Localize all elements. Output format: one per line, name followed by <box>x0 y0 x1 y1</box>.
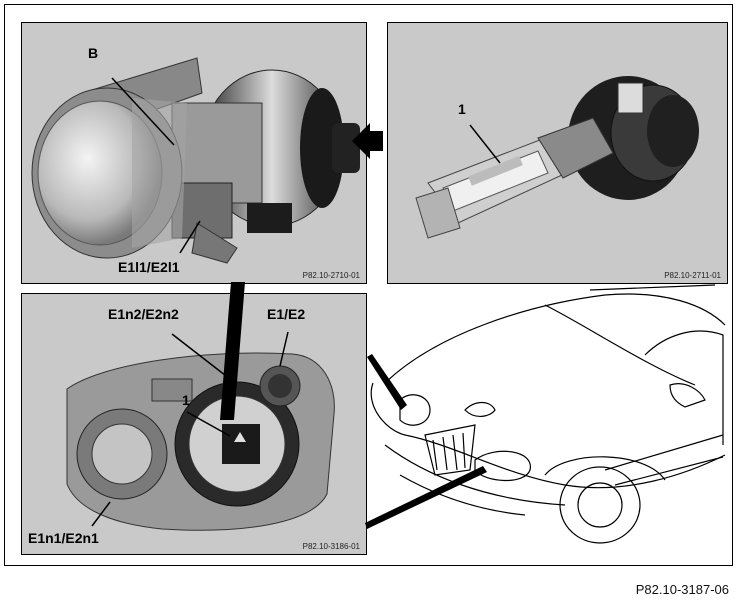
arrow-left-icon <box>352 123 383 159</box>
panel-code: P82.10-3186-01 <box>302 542 360 551</box>
label-e1-e2: E1/E2 <box>267 306 306 322</box>
panel-code: P82.10-2710-01 <box>302 271 360 280</box>
label-b: B <box>88 45 99 61</box>
car-outline <box>370 284 726 544</box>
projector-illustration <box>31 57 360 264</box>
label-1-headlamp: 1 <box>182 392 190 408</box>
bulb-illustration <box>415 76 699 239</box>
connector-wedge <box>220 282 245 420</box>
panel-headlamp: E1n2/E2n2 E1/E2 1 E1n1/E2n1 P82.10-3186-… <box>21 293 367 555</box>
panel-code: P82.10-2711-01 <box>664 271 721 280</box>
pointer-line-lower <box>365 466 487 529</box>
panel-bulb: 1 P82.10-2711-01 <box>387 22 728 284</box>
panel-projector: B E1l1/E2l1 P82.10-2710-01 <box>21 22 367 284</box>
label-e1l1-e2l1: E1l1/E2l1 <box>118 259 180 275</box>
figure-frame: B E1l1/E2l1 P82.10-2710-01 1 P82.10-2711… <box>4 4 733 566</box>
label-e1n2-e2n2: E1n2/E2n2 <box>108 306 179 322</box>
figure-code: P82.10-3187-06 <box>635 582 729 597</box>
pointer-line-upper <box>367 354 407 410</box>
headlamp-illustration <box>66 331 335 531</box>
label-1-bulb: 1 <box>458 101 466 117</box>
label-e1n1-e2n1: E1n1/E2n1 <box>28 530 99 546</box>
overlay-drawing <box>220 123 726 544</box>
